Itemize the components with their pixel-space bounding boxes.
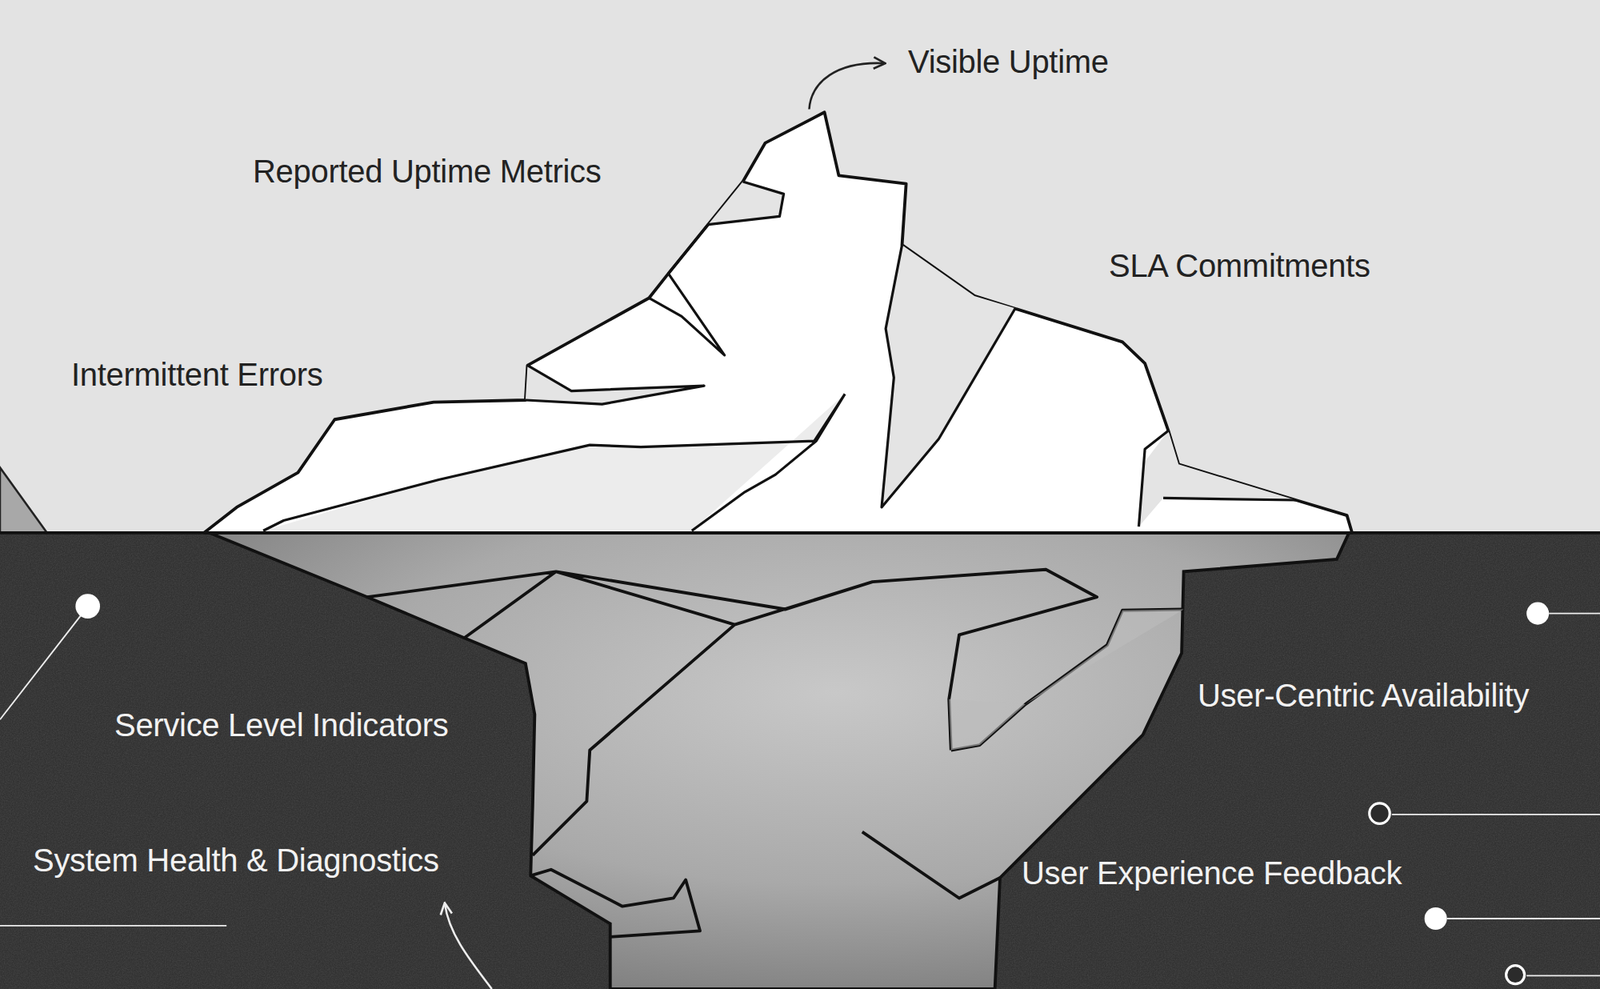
iceberg-underwater (208, 532, 1349, 989)
distant-peak (0, 467, 48, 533)
iceberg-tip (204, 112, 1352, 533)
water (0, 532, 1600, 989)
label-text: User-Centric Availability (1197, 676, 1529, 715)
tip-shade (525, 365, 704, 404)
waterline (0, 531, 1600, 535)
label-text: User Experience Feedback (1021, 853, 1402, 892)
tip-shade (263, 393, 845, 531)
sky (0, 0, 1600, 533)
leader-line (1447, 917, 1600, 920)
label-text: SLA Commitments (1108, 246, 1371, 285)
leader-dot (1506, 965, 1525, 984)
leader-line (1392, 813, 1600, 816)
leader-line (1526, 974, 1600, 976)
leader-line (0, 614, 82, 720)
label-text: System Health & Diagnostics (32, 840, 440, 880)
water-texture (0, 532, 1600, 989)
label-text: Reported Uptime Metrics (252, 152, 601, 191)
label-text: Visible Uptime (908, 42, 1109, 81)
callout-arrow (808, 63, 884, 110)
tip-shade (1138, 430, 1296, 527)
leader-dot (1424, 907, 1448, 930)
callout-arrow (444, 904, 492, 989)
leader-dot (75, 593, 100, 619)
tip-facets (263, 181, 1296, 531)
tip-shade (881, 244, 1016, 508)
underwater-facet-light (948, 608, 1184, 750)
leader-dot (1369, 803, 1391, 824)
leader-line (1548, 612, 1600, 615)
leader-line (0, 924, 227, 927)
leader-dot (1526, 602, 1549, 625)
label-text: Intermittent Errors (71, 355, 323, 394)
label-text: Service Level Indicators (114, 705, 448, 744)
